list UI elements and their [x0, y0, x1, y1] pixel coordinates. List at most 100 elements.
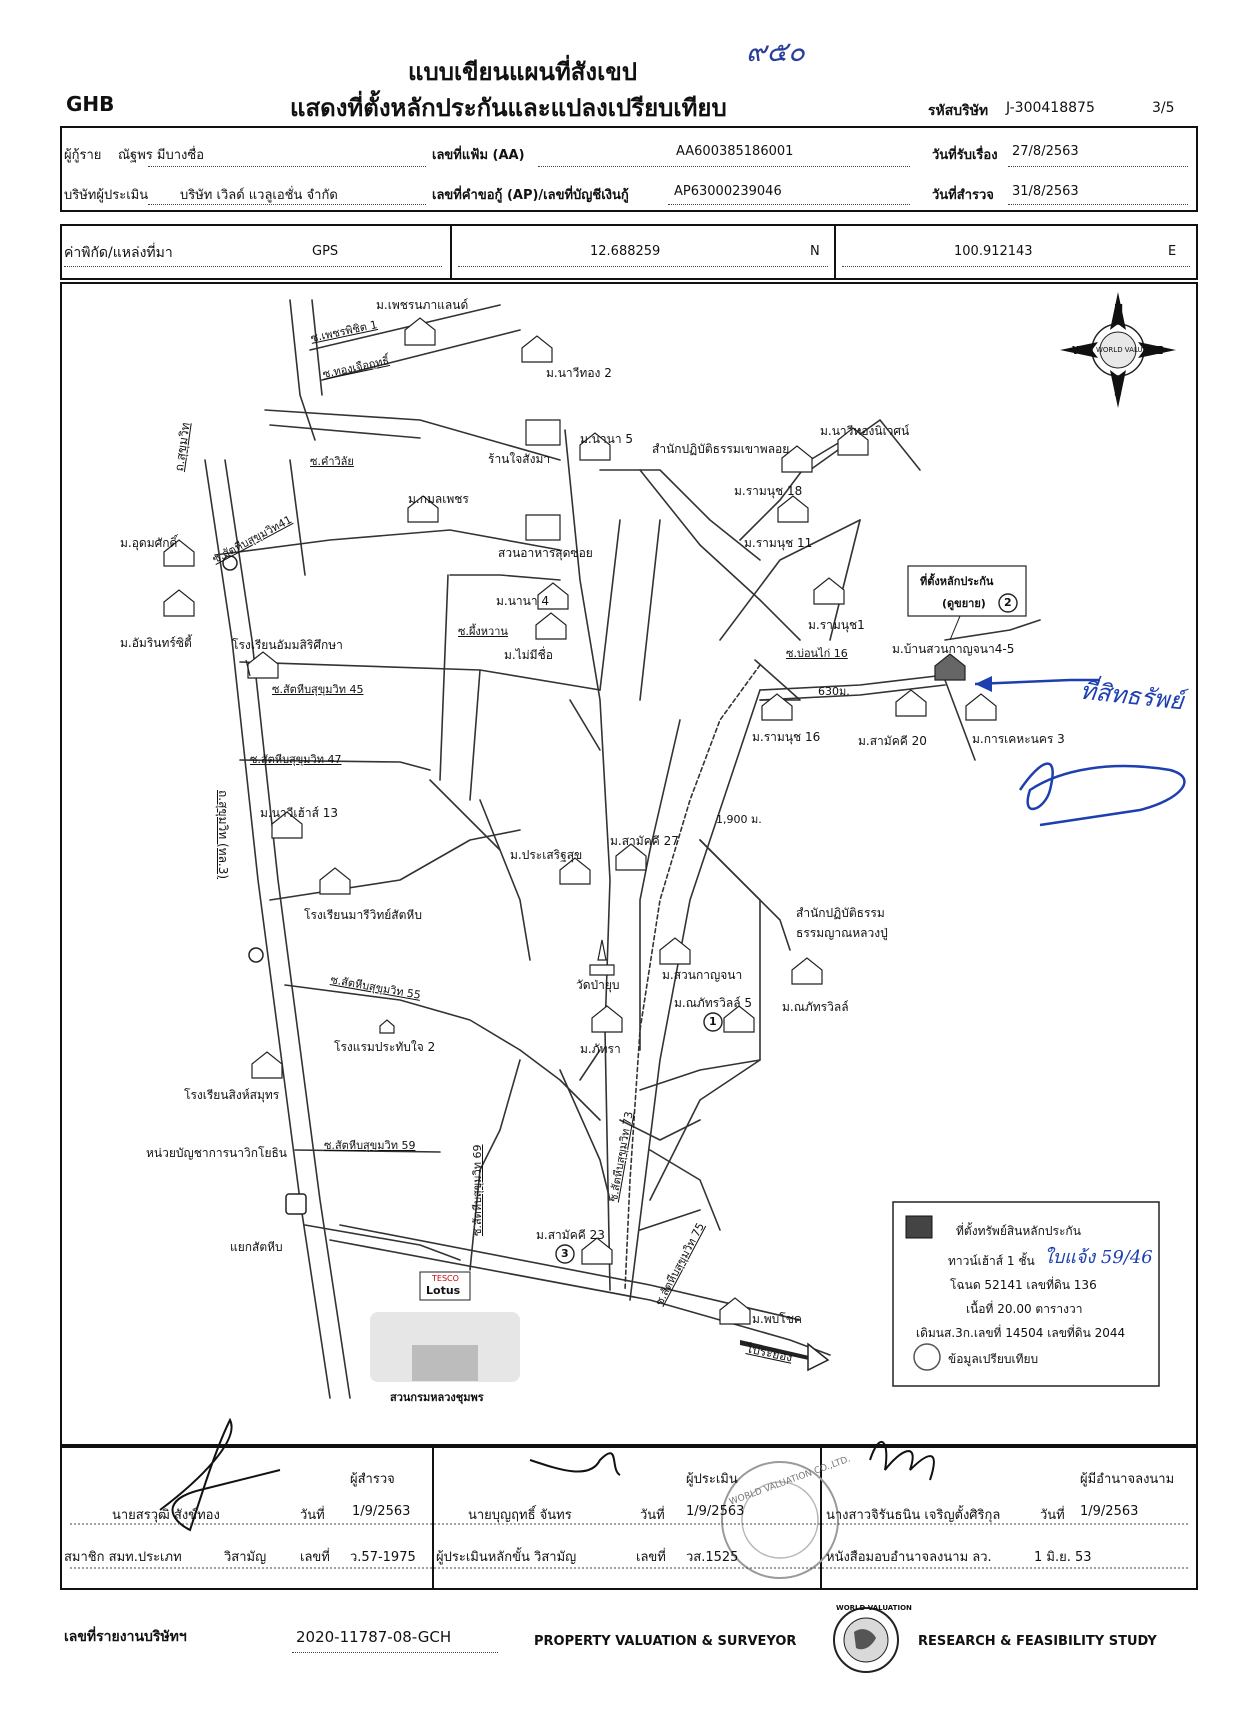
map-label: โรงเรียนมารีวิทย์สัตหีบ [304, 908, 422, 922]
file-no: AA600385186001 [676, 144, 794, 159]
longitude: 100.912143 [954, 244, 1033, 259]
compass-w: W [1072, 344, 1085, 357]
report-no: 2020-11787-08-GCH [296, 1628, 452, 1646]
tesco-logo-top: TESCO [432, 1274, 459, 1283]
compass-s: S [1114, 386, 1122, 399]
received-label: วันที่รับเรื่อง [932, 148, 998, 163]
legend-line-3: โฉนด 52141 เลขที่ดิน 136 [950, 1278, 1097, 1292]
map-label: ซ.สัตหีบสุขุมวิท 47 [250, 753, 342, 766]
map-frame [60, 282, 1198, 1446]
appraiser-name: นายบุญฤทธิ์ จันทร [468, 1508, 572, 1523]
coords-label: ค่าพิกัด/แหล่งที่มา [64, 245, 173, 261]
map-label: ม.สามัคคี 20 [858, 734, 927, 748]
map-label: ซ.ผึ้งหวาน [458, 625, 508, 638]
map-label: ม.บ้านสวนกาญจนา4-5 [892, 642, 1015, 656]
marker-3: 3 [561, 1247, 569, 1260]
coordinates-box [60, 224, 1198, 280]
map-label: โรงแรมประทับใจ 2 [334, 1040, 436, 1054]
info-box [60, 126, 1198, 212]
map-label: หน่วยบัญชาการนาวิกโยธิน [146, 1146, 288, 1160]
map-label: ซ.บ่อนไก่ 16 [786, 647, 848, 660]
auth-letter-date: 1 มิ.ย. 53 [1034, 1550, 1092, 1565]
company-code: J-300418875 [1006, 100, 1095, 116]
map-label: โรงเรียนอัมมสิริศึกษา [232, 638, 343, 652]
footer-tagline-2: RESEARCH & FEASIBILITY STUDY [918, 1634, 1157, 1649]
map-label: ซ.สัตหีบสุขุมวิท 59 [324, 1139, 416, 1152]
tesco-logo-bottom: Lotus [426, 1284, 461, 1297]
map-label: ม.ประเสริฐสุข [510, 848, 583, 862]
distance-1900: 1,900 ม. [716, 813, 762, 826]
inspector-member: สมาชิก สมท.ประเภท [64, 1550, 182, 1565]
legend-line-1: ที่ตั้งทรัพย์สินหลักประกัน [956, 1224, 1081, 1238]
map-label: ม.ณภัทรวิลล์ [782, 1000, 849, 1014]
map-label: ม.สามัคคี 23 [536, 1228, 605, 1242]
inspector-no-label: เลขที่ [300, 1550, 330, 1565]
map-label: ม.รามนุช 18 [734, 484, 803, 498]
map-label: สำนักปฏิบัติธรรม [796, 906, 885, 920]
map-label: ม.อุดมศักดิ์ [120, 536, 178, 550]
appraiser-date: 1/9/2563 [686, 1504, 745, 1519]
legend-handwriting: ใบแจ้ง 59/46 [1044, 1247, 1153, 1268]
map-label: ม.นานา 5 [580, 432, 634, 446]
appraiser-company-label: บริษัทผู้ประเมิน [64, 188, 149, 203]
map-label: ม.พบโชค [752, 1312, 802, 1326]
map-label: ม.อัมรินทร์ซิตี้ [120, 636, 192, 650]
legend-line-6: ข้อมูลเปรียบเทียบ [948, 1352, 1039, 1366]
map-label: ม.นาวีทอง 2 [546, 366, 612, 380]
auth-name: นางสาวจิรันธนิน เจริญตั้งศิริกุล [826, 1508, 1001, 1523]
map-label: สวนอาหารสุดซอย [498, 546, 593, 560]
auth-date-label: วันที่ [1040, 1508, 1065, 1523]
footer-logo-text: WORLD VALUATION [836, 1604, 912, 1612]
collateral-callout-label: ที่ตั้งหลักประกัน [920, 575, 994, 588]
map-label: ม.รามนุช 16 [752, 730, 821, 744]
compass-e: E [1156, 344, 1164, 357]
marker-1: 1 [709, 1015, 717, 1028]
borrower-name: ณัฐพร มีบางซื่อ [118, 148, 205, 163]
inspector-name: นายสรวุฒิ สังข์ทอง [112, 1508, 220, 1523]
report-no-label: เลขที่รายงานบริษัทฯ [64, 1629, 187, 1645]
map-label: ม.นาวีเฮ้าส์ 13 [260, 806, 338, 820]
received-date: 27/8/2563 [1012, 144, 1079, 159]
legend-line-4: เนื้อที่ 20.00 ตารางวา [966, 1302, 1083, 1316]
appraiser-date-label: วันที่ [640, 1508, 665, 1523]
inspector-role: ผู้สำรวจ [350, 1472, 395, 1487]
appraiser-company: บริษัท เวิลด์ แวลูเอชั่น จำกัด [180, 188, 338, 203]
footer-tagline-1: PROPERTY VALUATION & SURVEYOR [534, 1634, 797, 1649]
map-label: ม.สวนกาญจนา [662, 968, 743, 982]
signature-box [60, 1446, 1198, 1590]
map-label: สำนักปฏิบัติธรรมเขาพลอย [652, 442, 790, 456]
inspector-no: ว.57-1975 [350, 1550, 416, 1565]
auth-letter: หนังสือมอบอำนาจลงนาม ลว. [826, 1550, 992, 1565]
borrower-label: ผู้กู้ราย [64, 148, 102, 163]
legend-line-5: เดิมนส.3ก.เลขที่ 14504 เลขที่ดิน 2044 [916, 1326, 1126, 1340]
map-label: ม.ไม่มีชื่อ [504, 648, 553, 662]
inspector-level: วิสามัญ [224, 1550, 267, 1565]
latitude: 12.688259 [590, 244, 661, 259]
inspector-date-label: วันที่ [300, 1508, 325, 1523]
map-label: ร้านใจสังมา [488, 452, 551, 466]
survey-label: วันที่สำรวจ [932, 188, 994, 203]
file-no-label: เลขที่แฟ้ม (AA) [432, 148, 525, 163]
survey-date: 31/8/2563 [1012, 184, 1079, 199]
map-label: ม.รามนุช1 [808, 618, 865, 632]
map-label: ม.นานา 4 [496, 594, 550, 608]
auth-date: 1/9/2563 [1080, 1504, 1139, 1519]
map-label: ซ.คำวิลัย [310, 455, 354, 468]
map-label: แยกสัตหีบ [230, 1240, 283, 1254]
latitude-dir: N [810, 244, 820, 259]
appraiser-role: ผู้ประเมิน [686, 1472, 738, 1487]
request-label: เลขที่คำขอกู้ (AP)/เลขที่บัญชีเงินกู้ [432, 188, 629, 203]
bank-code: GHB [66, 92, 115, 116]
marker-2: 2 [1004, 596, 1012, 609]
distance-630: 630ม. [818, 685, 850, 698]
longitude-dir: E [1168, 244, 1177, 259]
page-number: 3/5 [1152, 100, 1175, 116]
map-label: ม.ณภัทรวิลล์ 5 [674, 996, 753, 1010]
compass-brand: WORLD VALUATION [1096, 346, 1164, 354]
collateral-callout-sub: (ดูขยาย) [942, 597, 986, 610]
handwritten-code: ๙๕๐ [746, 35, 805, 68]
legend-line-2: ทาวน์เฮ้าส์ 1 ชั้น [948, 1254, 1035, 1268]
map-label: ม.รามนุช 11 [744, 536, 813, 550]
